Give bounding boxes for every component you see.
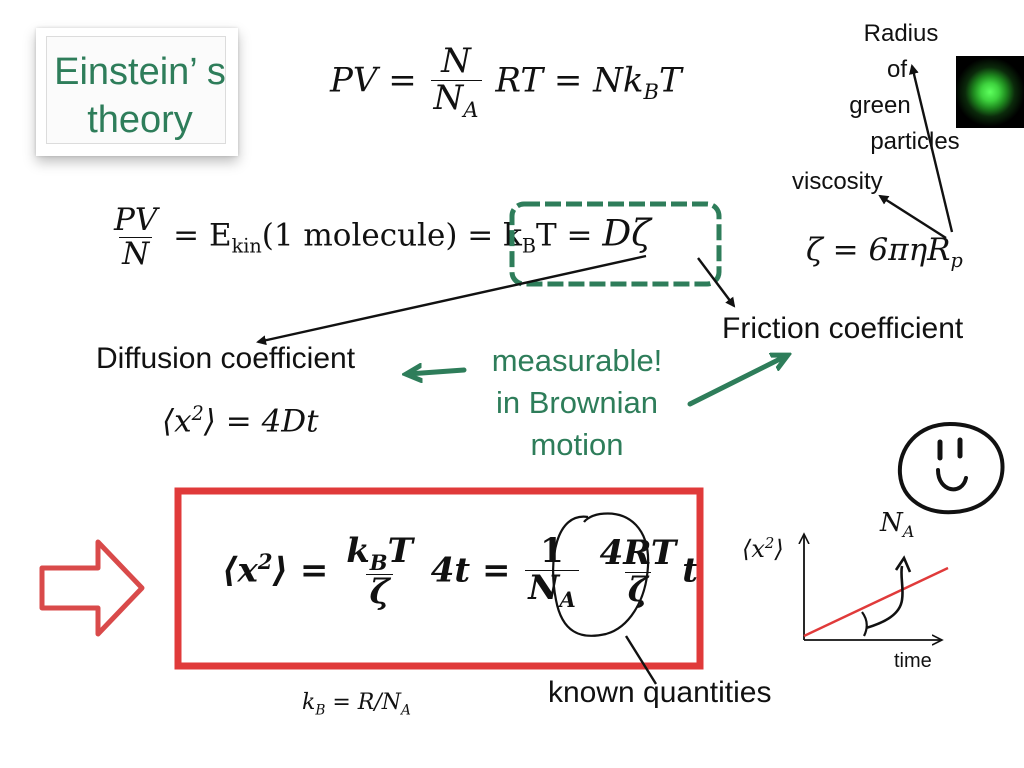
graph-y-axis-label: ⟨x2⟩: [742, 534, 784, 563]
title-card-frame: [46, 36, 226, 144]
fraction-n-over-na: N NA: [430, 43, 482, 121]
green-arrow-friction: [687, 356, 786, 407]
result-box: [174, 487, 704, 670]
d-zeta-term: Dζ: [602, 213, 651, 255]
right-arrow-icon: [39, 539, 145, 637]
radius-label: Radius of green particles: [849, 20, 960, 155]
fraction-pv-over-n: PV N: [114, 202, 158, 272]
measurable-note: measurable! in Brownian motion: [491, 343, 663, 462]
highlight-box-kbt-dzeta: [509, 201, 722, 287]
arrow-radius: [909, 64, 954, 233]
equation-kb: kB = R/NA: [302, 690, 411, 719]
friction-coefficient-label: Friction coefficient: [722, 312, 964, 345]
title-card: Einstein’ s theory: [36, 28, 238, 156]
arrow-viscosity: [878, 194, 947, 240]
fraction-kbt-over-zeta: kBT ζ: [346, 531, 413, 612]
equation-kinetic-energy: PV N = Ekin(1 molecule) = kBT = Dζ: [108, 204, 651, 270]
graph-slope-arc: [861, 611, 868, 637]
graph-slope-label: NA: [880, 508, 915, 542]
graph-slope-arrowhead: [894, 555, 912, 573]
fraction-4rt-over-zeta: 4RT ζ: [599, 533, 677, 610]
arrow-known: [624, 635, 658, 685]
title-line-1: Einstein’ s: [54, 51, 226, 93]
arrow-diffusion: [256, 254, 647, 346]
green-arrow-diffusion: [408, 370, 467, 374]
viscosity-label: viscosity: [792, 168, 883, 195]
known-quantities-circle: [552, 512, 650, 637]
equation-main: ⟨x2⟩ = kBT ζ 4t = 1 NA 4RT ζ t: [222, 531, 698, 612]
equation-msd: ⟨x2⟩ = 4Dt: [162, 402, 319, 440]
graph-slope-curve: [865, 565, 904, 630]
arrow-friction: [697, 257, 736, 308]
title-line-2: theory: [87, 99, 193, 141]
equation-stokes: ζ = 6πηRp: [806, 232, 963, 273]
graph-x-axis-label: time: [894, 650, 932, 672]
smiley-face-icon: [897, 421, 1005, 515]
diffusion-coefficient-label: Diffusion coefficient: [96, 342, 356, 375]
equation-gas-law: PV = N NA RT = NkBT: [330, 41, 682, 122]
graph-line: [803, 566, 949, 638]
green-particle-image: [956, 56, 1024, 128]
known-quantities-label: known quantities: [548, 676, 772, 709]
slide-title: Einstein’ s theory: [36, 48, 238, 144]
